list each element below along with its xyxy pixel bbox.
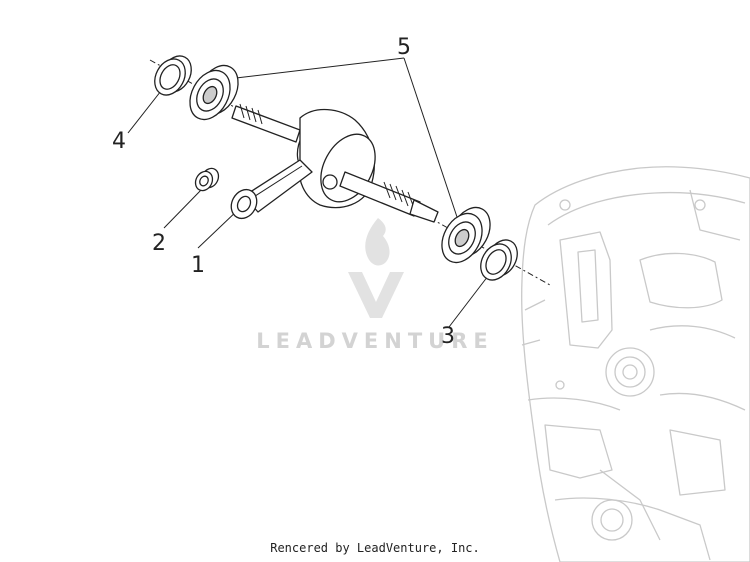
bearing-left	[189, 64, 239, 121]
leader-line-3	[448, 275, 489, 328]
callout-2: 2	[152, 231, 166, 256]
leader-line-5a	[235, 57, 405, 79]
needle-bearing	[194, 167, 220, 192]
callout-4: 4	[112, 129, 126, 154]
bearing-right	[441, 206, 491, 264]
axis-line-right	[429, 217, 551, 286]
callout-5: 5	[397, 35, 411, 60]
oil-seal-right	[480, 239, 518, 281]
callout-3: 3	[441, 324, 455, 349]
crankshaft-assembly	[230, 103, 439, 223]
footer-credit: Rencered by LeadVenture, Inc.	[270, 541, 480, 555]
crankcase-ghost	[521, 166, 750, 562]
leader-line-2	[163, 187, 204, 229]
watermark-logo	[348, 218, 404, 318]
callout-1: 1	[191, 253, 205, 278]
oil-seal-left	[154, 55, 192, 96]
watermark-text: LEADVENTURE	[256, 329, 493, 353]
leader-line-5b	[403, 57, 459, 221]
